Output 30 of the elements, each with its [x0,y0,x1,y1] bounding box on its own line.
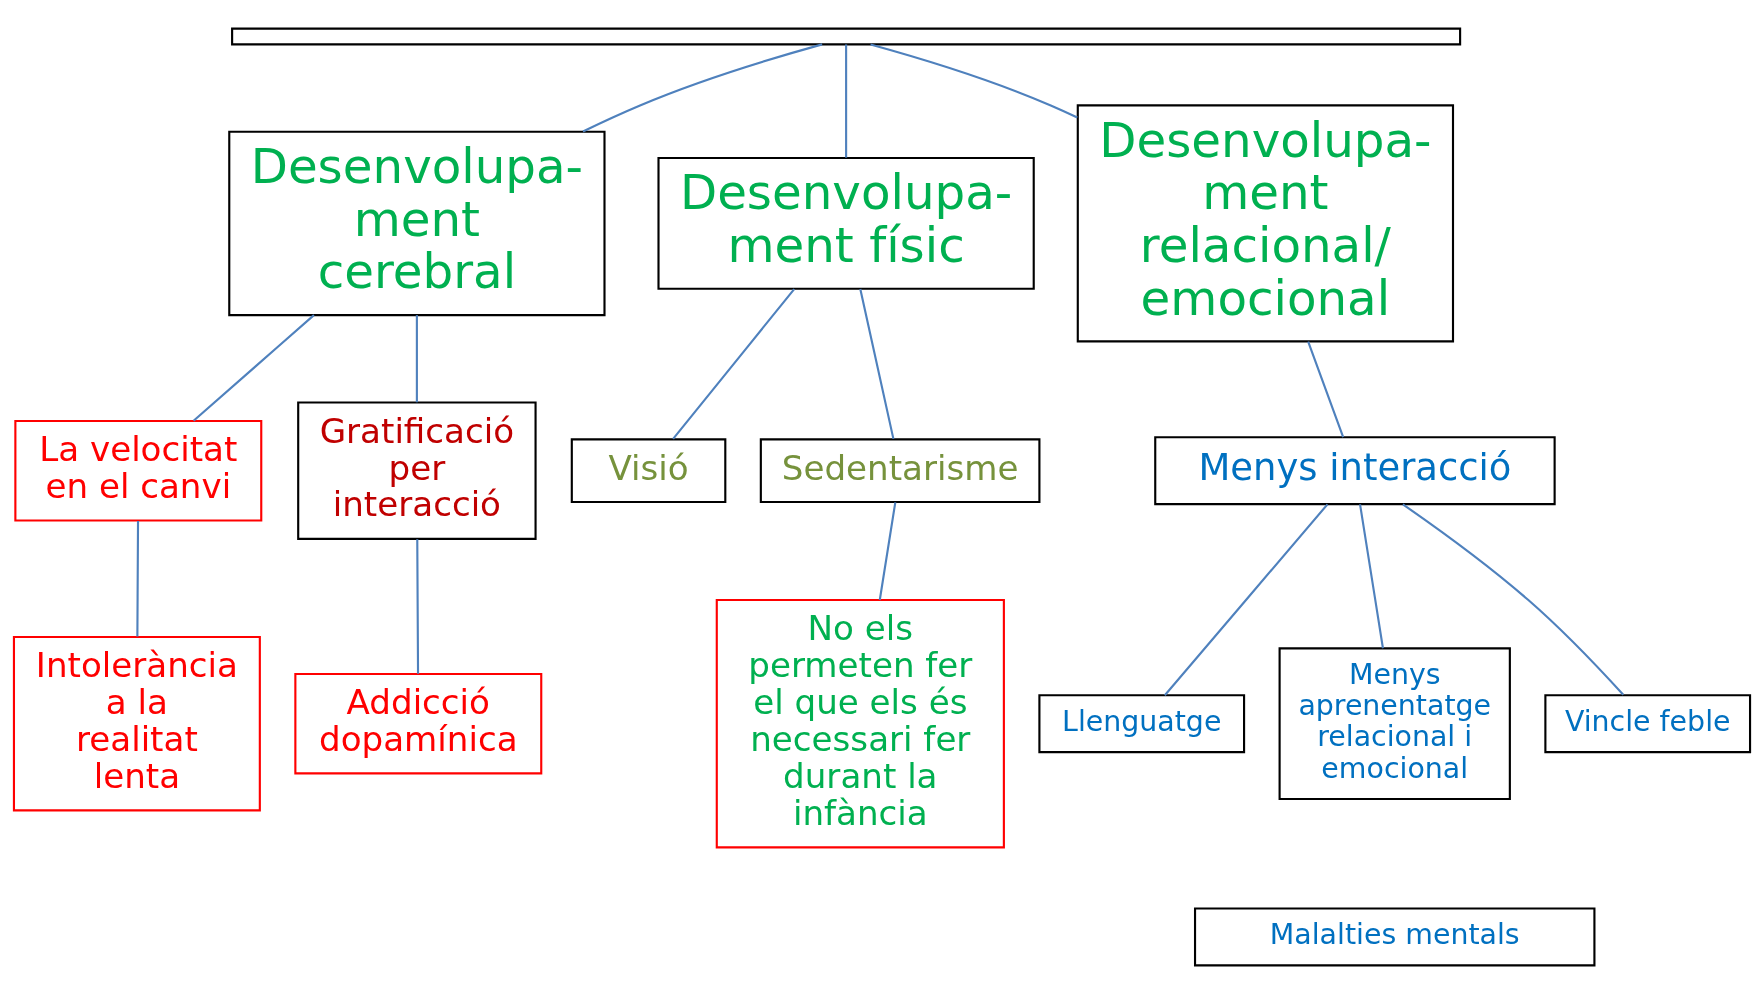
node-box: Visió [570,437,727,503]
node-box: Gratificació per interacció [297,400,537,540]
connector [870,42,1078,118]
connector [415,314,418,402]
node-box [231,27,1462,45]
connector [672,287,796,440]
connector [845,44,848,158]
node-box: Vincle feble [1544,693,1752,753]
node-box: Llenguatge [1038,693,1246,753]
connector [136,520,140,637]
connector [1307,340,1345,438]
connector [859,288,895,439]
connector [1402,503,1625,695]
node-box: Sedentarisme [759,437,1041,503]
node-box: Desenvolupa- ment relacional/ emocional [1076,103,1455,342]
connector [192,313,315,422]
connector [1164,503,1329,696]
connector [1359,503,1384,648]
node-box: Menys aprenentatge relacional i emocional [1278,646,1511,800]
node-box: La velocitat en el canvi [14,419,263,521]
node-box: Desenvolupa- ment cerebral [228,130,606,316]
node-box: Intolerància a la realitat lenta [12,635,261,811]
connector [878,501,897,600]
node-box: Menys interacció [1154,435,1556,505]
connector [582,42,823,132]
node-box: Malalties mentals [1193,906,1596,966]
node-box: No els permeten fer el que els és necessari fer durant la infància [715,598,1005,848]
node-box: Desenvolupa- ment físic [657,156,1035,290]
node-box: Addicció dopamínica [294,672,543,774]
connector [416,538,420,674]
